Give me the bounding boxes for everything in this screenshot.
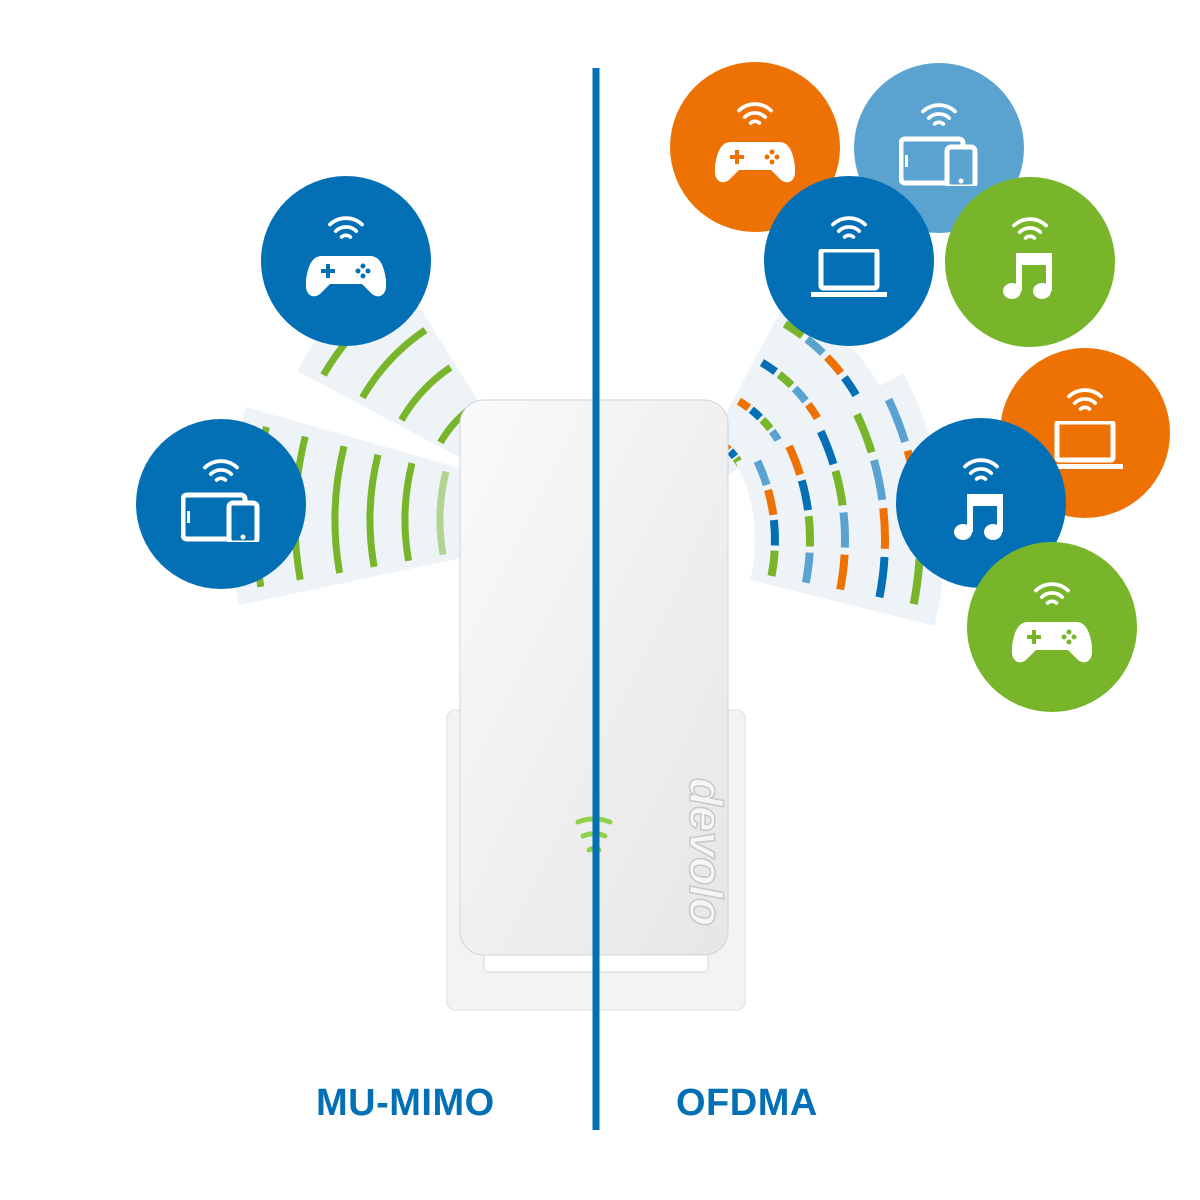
right-client-6 xyxy=(896,418,1066,588)
device-circle xyxy=(854,63,1024,233)
left-gamepad-client xyxy=(261,176,431,346)
signal-wave-segment xyxy=(875,556,889,599)
client-devices xyxy=(136,62,1170,712)
signal-wave-segment xyxy=(797,479,812,511)
signal-wave-arc xyxy=(359,327,428,400)
signal-wave-segment xyxy=(748,406,763,421)
signal-wave-segment xyxy=(804,335,826,356)
signal-wave-segment xyxy=(764,488,778,516)
ofdma-label: OFDMA xyxy=(676,1082,818,1124)
signal-wave-segment xyxy=(767,550,779,577)
right-client-2 xyxy=(854,63,1024,233)
signal-wave-segment xyxy=(801,552,814,584)
signal-wave-segment xyxy=(884,397,909,444)
signal-wave-segment xyxy=(831,469,847,506)
mu-mimo-label: MU-MIMO xyxy=(316,1082,495,1124)
signal-wave-segment xyxy=(870,459,887,501)
signal-wave-arc xyxy=(398,364,453,422)
signal-wave-segment xyxy=(782,320,805,339)
signal-wave-segment xyxy=(759,417,774,432)
right-client-4 xyxy=(945,177,1115,347)
left-tablet-client xyxy=(136,419,306,589)
signal-wave-segment xyxy=(879,507,889,549)
signal-wave-segment xyxy=(791,385,809,404)
signal-wave-segment xyxy=(841,375,860,398)
signal-wave-arc xyxy=(436,470,450,556)
signal-wave-segment xyxy=(785,444,804,476)
signal-wave-segment xyxy=(804,515,814,547)
devolo-logo: devolo xyxy=(680,778,732,926)
signal-wave-segment xyxy=(836,554,849,591)
signal-wave-segment xyxy=(759,359,779,375)
right-client-7 xyxy=(967,542,1137,712)
signal-wave-arc xyxy=(331,445,348,574)
right-client-3 xyxy=(764,176,934,346)
signal-wave-arc xyxy=(401,462,416,562)
signal-wave-segment xyxy=(768,428,783,444)
signal-wave-segment xyxy=(817,429,838,466)
signal-wave-segment xyxy=(727,448,739,460)
signal-wave-arc xyxy=(366,453,382,568)
device-circle xyxy=(764,176,934,346)
signal-wave-segment xyxy=(824,354,845,376)
signal-wave-segment xyxy=(776,371,795,389)
signal-wave-segment xyxy=(753,459,771,487)
signal-wave-segment xyxy=(736,397,752,412)
signal-wave-segment xyxy=(853,412,876,454)
signal-wave-segment xyxy=(839,512,849,548)
device-circle xyxy=(136,419,306,589)
signal-wave-segment xyxy=(805,401,821,421)
signal-wave-segment xyxy=(769,519,779,546)
right-client-1 xyxy=(670,62,840,232)
